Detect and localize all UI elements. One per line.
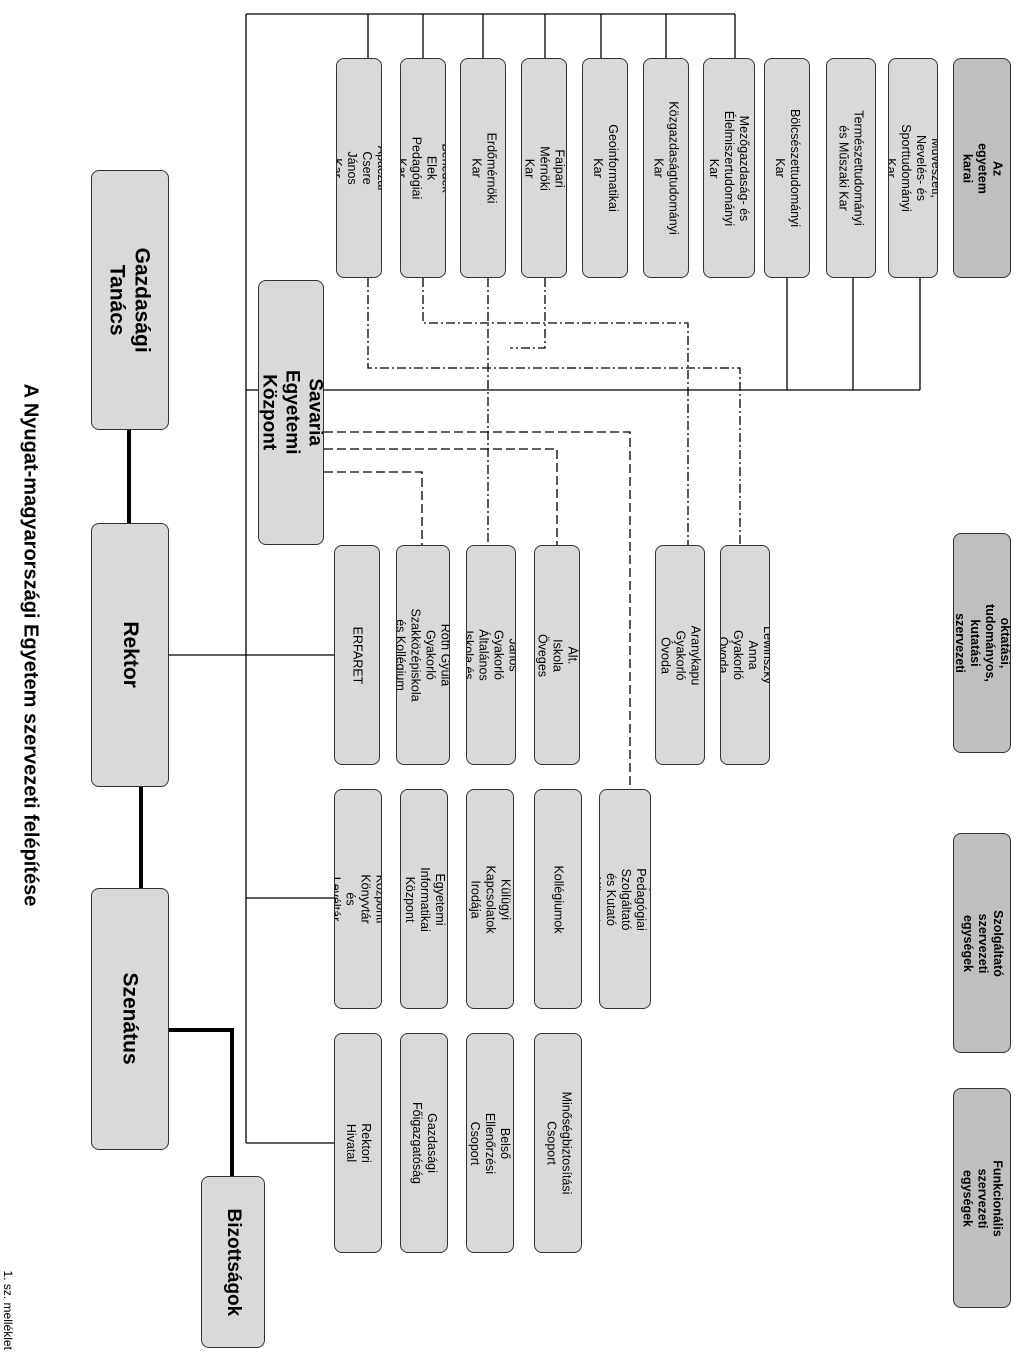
functional-minosegbiztositas: Minőségbiztosítási Csoport (534, 1033, 582, 1253)
faculty-mezogazdasag: Mezőgazdaság- és Élelmiszertudományi Kar (703, 58, 755, 278)
unit-roth-gyula: Roth Gyula Gyakorló Szakközépiskola és K… (396, 545, 450, 765)
functional-rektori-hivatal: Rektori Hivatal (334, 1033, 382, 1253)
legend-faculties: Az egyetem karai (953, 58, 1011, 278)
committees-box: Bizottságok (201, 1176, 265, 1348)
legend-research: Egyéb oktatási, tudományos, kutatási sze… (953, 533, 1011, 753)
unit-erfaret: ERFARET (334, 545, 380, 765)
faculty-benedek: Benedek Elek Pedagógiai Kar (400, 58, 446, 278)
service-kulugyi: Külügyi Kapcsolatok Irodája (466, 789, 514, 1009)
functional-belso-ellenorzes: Belső Ellenőrzési Csoport (466, 1033, 514, 1253)
unit-lewinszky: Lewinszky Anna Gyakorló Óvoda (720, 545, 770, 765)
faculty-kozgazdasag: Közgazdaságtudományi Kar (643, 58, 689, 278)
unit-bolyai-janos: Bolyai János Gyakorló Általános Iskola é… (466, 545, 516, 765)
faculty-bolcseszet: Bölcsészettudományi Kar (764, 58, 810, 278)
council-box: Gazdasági Tanács (91, 170, 169, 430)
legend-service: Szolgáltató szervezeti egységek (953, 833, 1011, 1053)
service-informatikai: Egyetemi Informatikai Központ (400, 789, 448, 1009)
service-kollegiumok: Kollégiumok (534, 789, 582, 1009)
senate-committees-link (168, 1028, 234, 1178)
service-kozponti-konyvtar: Központi Könyvtár és Levéltár (334, 789, 382, 1009)
legend-functional: Funkcionális szervezeti egységek (953, 1088, 1011, 1308)
annex-label: 1. sz. melléklet (1, 1270, 16, 1350)
faculty-apaczai: Apáczai Csere János Kar (336, 58, 382, 278)
unit-oveges-kalman: Gyakorló Ált. Iskola Öveges Kálmán (534, 545, 580, 765)
functional-gazdasagi: Gazdasági Főigazgatóság (400, 1033, 448, 1253)
senate-box: Szenátus (91, 888, 169, 1150)
rector-box: Rektor (91, 523, 169, 787)
service-regionalis: Regionális Pedagógiai Szolgáltató és Kut… (599, 789, 651, 1009)
savaria-center-box: Savaria Egyetemi Központ (258, 280, 324, 545)
faculty-faipari: Faipari Mérnöki Kar (521, 58, 567, 278)
faculty-erdomernoki: Erdőmérnöki Kar (460, 58, 506, 278)
faculty-termeszettudomanyi: Természettudományi és Műszaki Kar (826, 58, 876, 278)
faculty-muveszeti: Művészeti, Nevelés- és Sporttudományi Ka… (888, 58, 938, 278)
unit-aranykapu: Aranykapu Gyakorló Óvoda (655, 545, 705, 765)
faculty-geoinformatikai: Geoinformatikai Kar (582, 58, 628, 278)
